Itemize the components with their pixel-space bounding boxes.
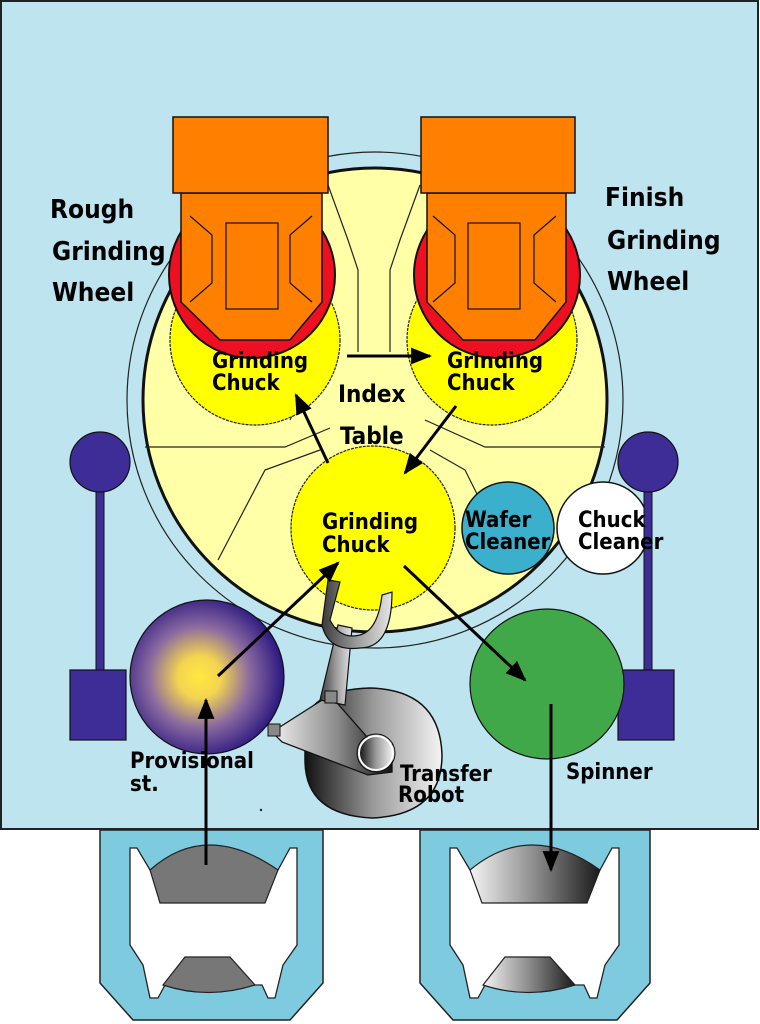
arrow-finish-to-chuck (403, 405, 458, 475)
post-left (69, 431, 131, 741)
label-index-table-1: Index (338, 380, 406, 408)
label-rough-wheel-1: Rough (50, 195, 134, 225)
label-chuck-finish-1: Grinding (447, 349, 543, 374)
label-wafer-cleaner-2: Cleaner (465, 530, 551, 555)
arrow-provisional-to-chuck (216, 561, 340, 678)
label-chuck-rough-2: Chuck (212, 371, 280, 396)
label-finish-wheel-2: Grinding (607, 226, 721, 256)
wafer-out-top (469, 844, 601, 904)
label-chuck-rough-1: Grinding (212, 349, 308, 374)
flow-arrows (197, 347, 560, 873)
label-transfer-robot-2: Robot (398, 783, 465, 808)
label-index-table-2: Table (340, 422, 404, 450)
labels: Rough Grinding Wheel Finish Grinding Whe… (50, 183, 721, 808)
transfer-robot (267, 579, 443, 819)
label-wafer-cleaner-1: Wafer (465, 508, 531, 533)
label-rough-wheel-3: Wheel (52, 278, 134, 308)
wafer-out-bottom (482, 956, 577, 994)
label-chuck-finish-2: Chuck (447, 371, 515, 396)
label-finish-wheel-3: Wheel (607, 267, 689, 297)
label-spinner: Spinner (566, 760, 653, 785)
post-right (617, 431, 679, 741)
arrow-chuck-to-rough (294, 393, 330, 464)
arrow-chuck-to-spinner (402, 564, 527, 682)
label-provisional-1: Provisional (130, 749, 254, 774)
rough-grinding-wheel (168, 116, 336, 359)
label-chuck-cleaner-1: Chuck (578, 508, 646, 533)
spinner (469, 608, 625, 760)
label-rough-wheel-2: Grinding (52, 237, 166, 267)
wafer-cleaner (461, 481, 555, 575)
label-finish-wheel-1: Finish (605, 183, 684, 213)
index-table-ring (126, 151, 624, 649)
cassette-in (99, 829, 324, 1021)
label-provisional-2: st. (130, 772, 159, 797)
stray-dot (259, 808, 263, 812)
wafer-in-bottom (162, 956, 257, 994)
wafer-in-top (149, 844, 279, 904)
finish-grinding-wheel (413, 116, 581, 359)
label-transfer-robot-1: Transfer (400, 762, 492, 787)
label-chuck-load-1: Grinding (322, 510, 418, 535)
cassette-out (419, 829, 651, 1021)
label-chuck-load-2: Chuck (322, 533, 390, 558)
label-chuck-cleaner-2: Cleaner (578, 530, 664, 555)
